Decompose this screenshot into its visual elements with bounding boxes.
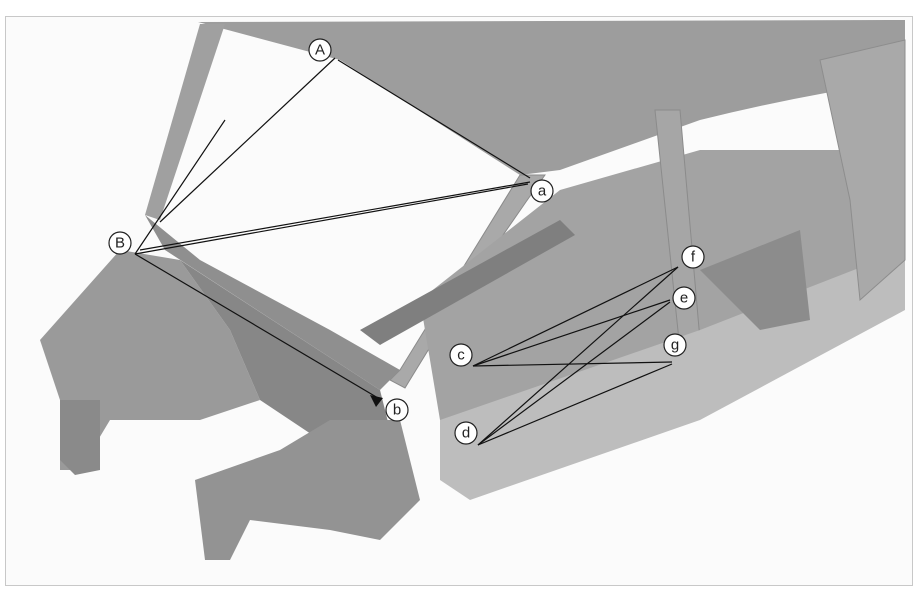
svg-text:c: c <box>457 347 465 364</box>
callout-g: g <box>663 333 687 357</box>
svg-text:g: g <box>671 337 679 354</box>
callout-b: b <box>385 398 409 422</box>
cross-member-front <box>360 220 575 345</box>
roof-panel <box>198 20 905 175</box>
svg-text:a: a <box>538 183 547 200</box>
leader-c-g <box>472 361 673 367</box>
cowl <box>145 215 400 390</box>
arrowhead-b <box>370 395 383 407</box>
callout-B: B <box>108 231 132 255</box>
front-rail-right <box>195 420 420 560</box>
callout-A: A <box>308 38 332 62</box>
leader-B-1 <box>134 119 226 255</box>
leader-A-1 <box>159 57 336 223</box>
car-body-illustration <box>40 20 906 560</box>
svg-text:B: B <box>115 235 125 252</box>
svg-text:d: d <box>462 425 470 442</box>
leader-c-f <box>472 266 679 367</box>
svg-text:e: e <box>680 290 688 307</box>
leader-d-e <box>477 301 671 446</box>
callout-c: c <box>449 343 473 367</box>
callout-e: e <box>672 286 696 310</box>
leader-c-e <box>472 299 671 367</box>
svg-text:A: A <box>315 42 325 59</box>
callout-d: d <box>454 421 478 445</box>
leader-B-2 <box>134 183 529 255</box>
svg-text:f: f <box>691 249 696 266</box>
callout-f: f <box>681 245 705 269</box>
firewall <box>180 260 390 440</box>
callout-a: a <box>530 179 554 203</box>
rear-quarter <box>819 39 906 302</box>
svg-text:b: b <box>393 402 401 419</box>
leader-a-1 <box>139 181 531 251</box>
front-rail-left <box>60 400 100 475</box>
leader-B-3 <box>134 253 379 399</box>
leader-d-g <box>477 363 673 446</box>
a-pillar-left <box>145 24 225 220</box>
leader-lines <box>134 57 679 446</box>
cross-member-rear <box>700 230 810 330</box>
leader-A-2 <box>337 59 531 179</box>
leader-d-f <box>477 266 679 446</box>
